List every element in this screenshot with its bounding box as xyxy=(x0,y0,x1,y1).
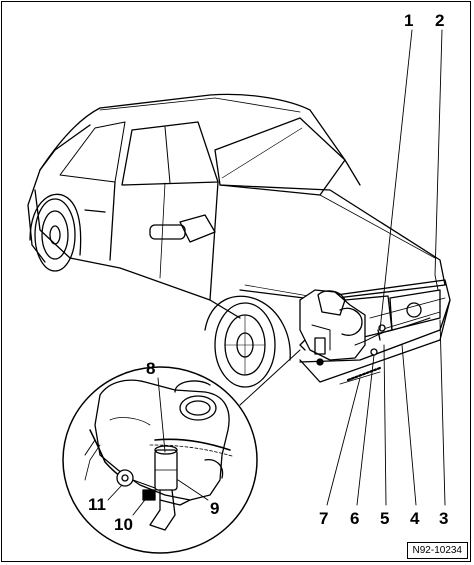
callout-5: 5 xyxy=(380,509,390,528)
callout-8: 8 xyxy=(146,359,156,378)
callout-leaders xyxy=(107,29,446,516)
callout-3: 3 xyxy=(439,509,449,528)
front-wheel xyxy=(214,302,276,388)
callout-7: 7 xyxy=(319,509,329,528)
washer-assembly-main xyxy=(299,289,431,382)
callout-6: 6 xyxy=(350,509,360,528)
callout-4: 4 xyxy=(410,509,420,528)
detail-inset xyxy=(62,349,301,554)
callout-10: 10 xyxy=(114,515,133,534)
car-illustration xyxy=(27,93,451,385)
callout-2: 2 xyxy=(435,11,445,30)
callout-1: 1 xyxy=(404,11,414,30)
figure-code-label: N92-10234 xyxy=(406,542,468,559)
rear-wheel xyxy=(34,198,76,272)
callout-9: 9 xyxy=(210,499,220,518)
callout-11: 11 xyxy=(88,495,106,514)
